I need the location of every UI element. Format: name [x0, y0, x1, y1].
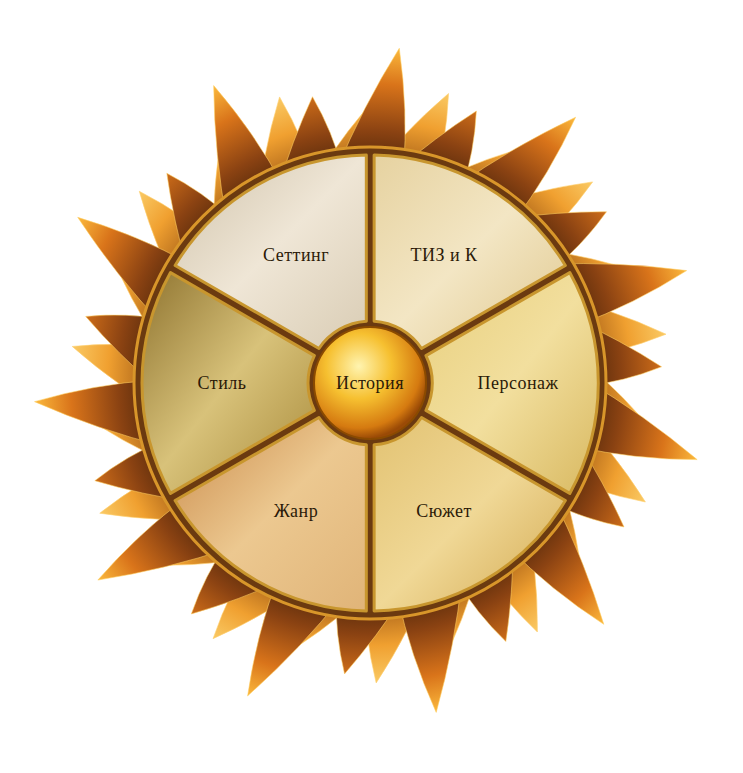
sun-rays-front: [35, 48, 698, 712]
segment-label: Стиль: [198, 373, 247, 394]
segment-label: ТИЗ и К: [410, 244, 477, 265]
wheel-segment: Сюжет: [366, 410, 571, 615]
hub-label: История: [336, 373, 404, 394]
segment-label: Персонаж: [477, 373, 558, 394]
segment-label: Сеттинг: [263, 244, 329, 265]
segment-outline: [374, 418, 565, 611]
segment-label: Жанр: [274, 501, 318, 522]
wheel-rim: [134, 147, 606, 619]
wheel-segment: Стиль: [138, 265, 320, 501]
hub-circle: История: [310, 323, 430, 443]
hub-circle-shape: [314, 327, 426, 439]
segment-outline: [142, 273, 314, 494]
sun-rays-back: [72, 93, 666, 682]
segment-label: Сюжет: [416, 501, 472, 522]
